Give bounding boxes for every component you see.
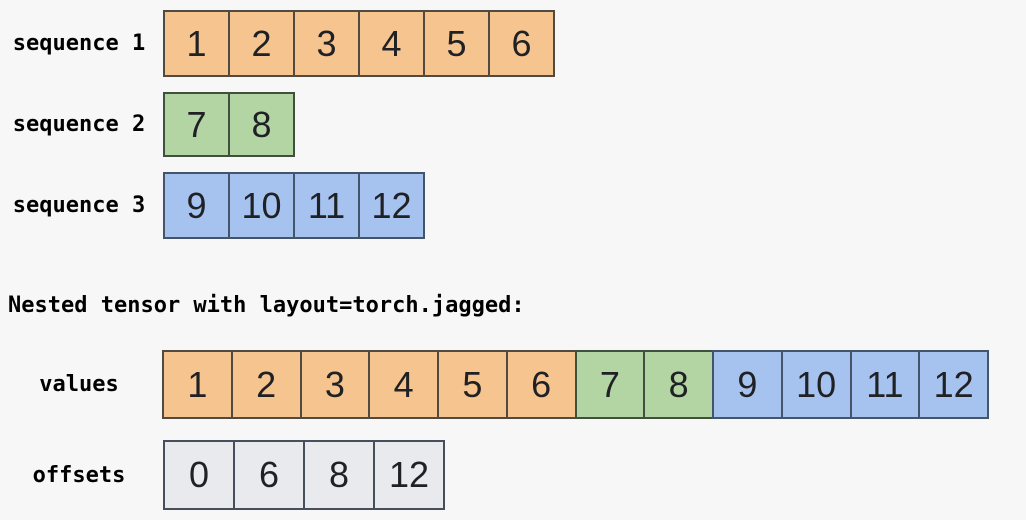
cell: 5 (437, 350, 508, 419)
sequence-3-label: sequence 3 (12, 193, 146, 218)
cell: 10 (780, 350, 852, 419)
cell: 7 (163, 92, 230, 157)
sequence-2-label: sequence 2 (12, 112, 146, 137)
cell: 11 (849, 350, 921, 419)
sequence-1-label: sequence 1 (12, 31, 146, 56)
cell: 3 (293, 10, 360, 77)
cell: 3 (299, 350, 371, 419)
nested-tensor-title: Nested tensor with layout=torch.jagged: (8, 293, 525, 318)
cell: 5 (423, 10, 490, 77)
cell: 12 (918, 350, 989, 419)
cell: 12 (373, 440, 445, 510)
values-label: values (39, 372, 119, 397)
cell: 6 (505, 350, 577, 419)
cell: 1 (162, 350, 233, 419)
cell: 6 (233, 440, 305, 510)
offsets-label: offsets (32, 462, 126, 488)
cell: 7 (574, 350, 646, 419)
cell: 8 (228, 92, 295, 157)
cell: 9 (712, 350, 783, 419)
cell: 12 (358, 172, 425, 239)
cell: 8 (303, 440, 375, 510)
cell: 9 (163, 172, 230, 239)
cell: 2 (230, 350, 302, 419)
cell: 8 (643, 350, 714, 419)
cell: 6 (488, 10, 555, 77)
cell: 0 (163, 440, 235, 510)
cell: 1 (163, 10, 230, 77)
cell: 2 (228, 10, 295, 77)
cell: 11 (293, 172, 360, 239)
cell: 10 (228, 172, 295, 239)
cell: 4 (368, 350, 439, 419)
cell: 4 (358, 10, 425, 77)
